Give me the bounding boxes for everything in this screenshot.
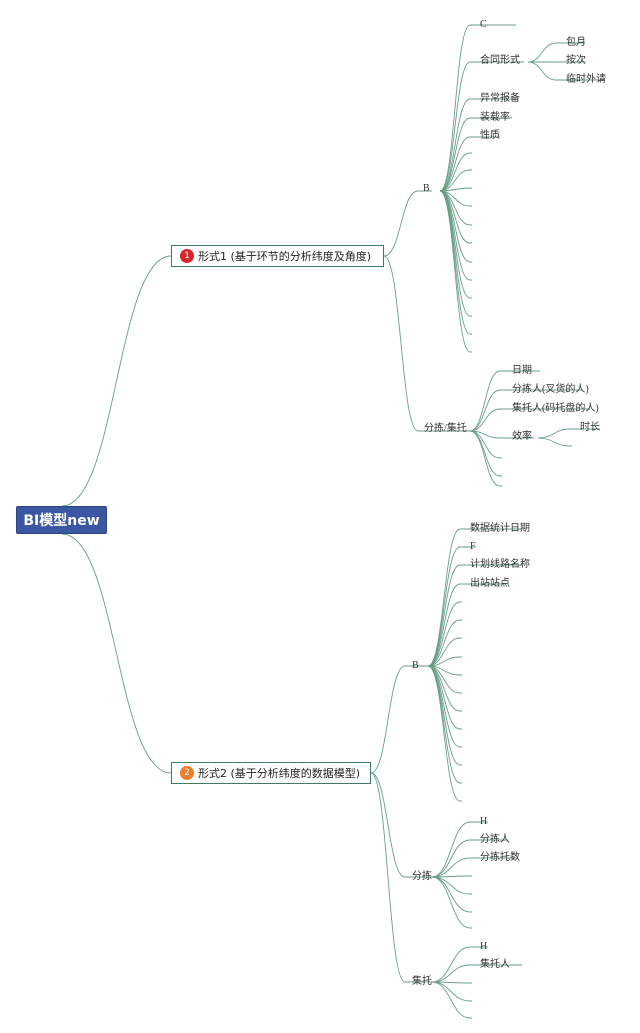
link-b2-leaf-6 bbox=[427, 637, 462, 667]
topic-form1-label: 形式1 (基于环节的分析纬度及角度) bbox=[198, 250, 372, 263]
leaf-f[interactable]: F bbox=[470, 541, 476, 552]
link-topic2-sort bbox=[370, 772, 432, 878]
link-pallet-leaf-4 bbox=[431, 981, 472, 1019]
link-b1-leaf-5 bbox=[439, 152, 472, 192]
link-pallet-leaf-3 bbox=[431, 981, 472, 1002]
link-b2-leaf-5 bbox=[427, 619, 462, 667]
branch-sort[interactable]: 分拣 bbox=[412, 871, 432, 882]
leaf-contract-form[interactable]: 合同形式 bbox=[480, 55, 520, 66]
link-sort2-leaf-3 bbox=[431, 875, 472, 878]
link-sort2-leaf-5 bbox=[431, 876, 472, 913]
leaf-palletizer-2[interactable]: 集托人 bbox=[480, 959, 510, 970]
link-b2-leaf-8 bbox=[427, 665, 462, 676]
priority-1-icon: 1 bbox=[180, 249, 194, 263]
leaf-load-rate[interactable]: 装载率 bbox=[480, 112, 510, 123]
link-b2-leaf-7 bbox=[427, 656, 462, 667]
leaf-monthly[interactable]: 包月 bbox=[566, 37, 586, 48]
link-b1-leaf-12 bbox=[439, 190, 472, 281]
branch-pallet[interactable]: 集托 bbox=[412, 976, 432, 987]
leaf-sorter[interactable]: 分拣人(叉货的人) bbox=[512, 384, 589, 395]
link-b1-leaf-6 bbox=[439, 169, 472, 192]
leaf-exception-report[interactable]: 异常报备 bbox=[480, 93, 520, 104]
topic-form1[interactable]: 1 形式1 (基于环节的分析纬度及角度) bbox=[171, 245, 384, 267]
leaf-per-trip[interactable]: 按次 bbox=[566, 55, 586, 66]
link-b1-leaf-4 bbox=[439, 136, 500, 192]
link-b1-leaf-0 bbox=[439, 24, 516, 192]
link-topic2-b bbox=[370, 665, 428, 774]
root-node[interactable]: BI模型new bbox=[16, 506, 107, 534]
branch-b2[interactable]: B bbox=[412, 660, 419, 671]
leaf-sort-count[interactable]: 分拣托数 bbox=[480, 852, 520, 863]
link-b1-leaf-3 bbox=[439, 117, 512, 192]
link-eff-duration bbox=[537, 428, 600, 439]
link-sort2-leaf-6 bbox=[431, 876, 472, 929]
leaf-nature[interactable]: 性质 bbox=[480, 130, 500, 141]
link-sort2-leaf-1 bbox=[431, 839, 508, 878]
leaf-route-name[interactable]: 计划线路名称 bbox=[470, 559, 530, 570]
topic-form2[interactable]: 2 形式2 (基于分析纬度的数据模型) bbox=[171, 762, 371, 784]
link-b1-leaf-16 bbox=[439, 190, 472, 353]
link-b2-leaf-0 bbox=[427, 528, 522, 667]
link-pallet-leaf-0 bbox=[431, 946, 488, 983]
link-contract-temp bbox=[527, 61, 604, 81]
link-b2-leaf-2 bbox=[427, 564, 522, 667]
link-b1-leaf-7 bbox=[439, 187, 472, 192]
link-b2-leaf-10 bbox=[427, 665, 462, 712]
leaf-date[interactable]: 日期 bbox=[512, 365, 532, 376]
leaf-h-sort[interactable]: H bbox=[480, 816, 488, 827]
leaf-departure-station[interactable]: 出站站点 bbox=[470, 578, 510, 589]
link-b2-leaf-3 bbox=[427, 583, 506, 667]
link-eff-blank bbox=[537, 437, 572, 447]
link-sort2-leaf-2 bbox=[431, 857, 516, 878]
link-sort2-leaf-0 bbox=[431, 821, 488, 878]
leaf-temporary[interactable]: 临时外请 bbox=[566, 74, 606, 85]
link-contract-monthly bbox=[527, 42, 585, 63]
link-pallet-leaf-2 bbox=[431, 981, 472, 984]
link-sort1-leaf-2 bbox=[469, 408, 590, 432]
link-b2-leaf-1 bbox=[427, 546, 476, 667]
leaf-sorter-2[interactable]: 分拣人 bbox=[480, 834, 510, 845]
leaf-efficiency[interactable]: 效率 bbox=[512, 431, 532, 442]
branch-b1[interactable]: B bbox=[423, 183, 430, 194]
link-root-topic1 bbox=[61, 255, 172, 507]
link-root-topic2 bbox=[61, 533, 172, 774]
link-sort1-leaf-6 bbox=[469, 430, 502, 487]
priority-2-icon: 2 bbox=[180, 766, 194, 780]
link-b2-leaf-15 bbox=[427, 665, 462, 802]
leaf-h-pallet[interactable]: H bbox=[480, 941, 488, 952]
link-topic1-sort bbox=[383, 255, 470, 432]
link-b2-leaf-4 bbox=[427, 601, 462, 667]
branch-sort-pallet[interactable]: 分拣/集托 bbox=[424, 423, 467, 434]
leaf-palletizer[interactable]: 集托人(码托盘的人) bbox=[512, 403, 599, 414]
leaf-duration[interactable]: 时长 bbox=[580, 422, 600, 433]
link-b2-leaf-14 bbox=[427, 665, 462, 784]
topic-form2-label: 形式2 (基于分析纬度的数据模型) bbox=[198, 767, 361, 780]
link-sort1-leaf-3 bbox=[469, 430, 534, 439]
link-pallet-leaf-1 bbox=[431, 964, 522, 983]
leaf-stat-date[interactable]: 数据统计日期 bbox=[470, 523, 530, 534]
link-sort1-leaf-1 bbox=[469, 389, 582, 432]
leaf-c[interactable]: C bbox=[480, 19, 487, 30]
link-sort1-leaf-0 bbox=[469, 370, 540, 432]
link-topic2-pallet bbox=[370, 772, 432, 983]
link-b1-leaf-1 bbox=[439, 61, 524, 192]
link-b1-leaf-2 bbox=[439, 98, 518, 192]
link-topic1-b bbox=[383, 190, 432, 257]
